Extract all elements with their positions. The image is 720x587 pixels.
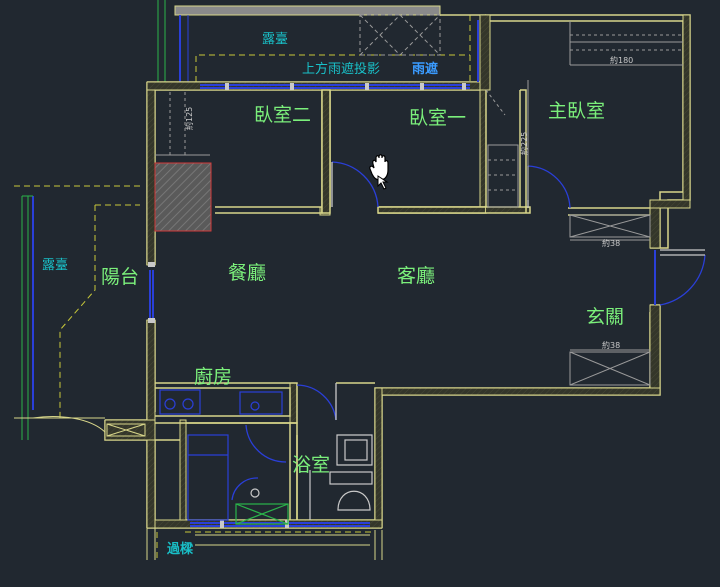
canopy-label: 雨遮 [412,61,438,77]
terrace-top-label: 露臺 [262,32,288,47]
room-label-balcony: 陽台 [101,266,139,288]
interior-walls [155,89,650,520]
kitchen-fixtures [159,389,283,415]
room-label-bedroom2: 臥室二 [254,104,311,126]
beam-lines [106,423,383,560]
terrace-top-area [157,0,471,82]
bathroom-fixtures [187,434,373,525]
door-swings [231,161,706,501]
room-label-master: 主臥室 [548,100,605,122]
dimension-bedroom2-wardrobe: 約125 [184,107,194,130]
room-label-entrance: 玄關 [586,306,624,328]
master-closet [569,21,683,66]
beam-label: 過樑 [166,541,194,557]
dimension-entrance-cabinet-bottom: 約38 [602,340,620,350]
room-labels: 臥室二 臥室一 主臥室 陽台 餐廳 客廳 玄關 廚房 浴室 [101,100,624,476]
dimension-entrance-cabinet-top: 約38 [602,238,620,248]
room-label-dining: 餐廳 [228,262,266,284]
room-label-bedroom1: 臥室一 [409,107,466,129]
grab-hand-icon [369,154,389,190]
room-label-kitchen: 廚房 [194,365,232,388]
bedroom2-wardrobe [155,92,210,156]
canopy-projection-label: 上方雨遮投影 [302,61,380,77]
room-label-bathroom: 浴室 [292,454,330,476]
terrace-left-area [14,185,140,440]
area-labels: 露臺 露臺 上方雨遮投影 雨遮 過樑 [42,32,438,557]
dimension-master-closet: 約180 [610,55,633,65]
terrace-left-label: 露臺 [42,258,68,273]
room-label-living: 客廳 [397,265,435,287]
dimension-bedroom1-wardrobe: 約225 [519,132,529,155]
beam-outline [156,531,375,560]
entrance-cabinets [569,214,651,386]
dimension-labels: 約180 約38 約38 約225 約125 [184,55,633,350]
hatched-storage [154,162,212,232]
bedroom1-wardrobe [485,80,529,208]
